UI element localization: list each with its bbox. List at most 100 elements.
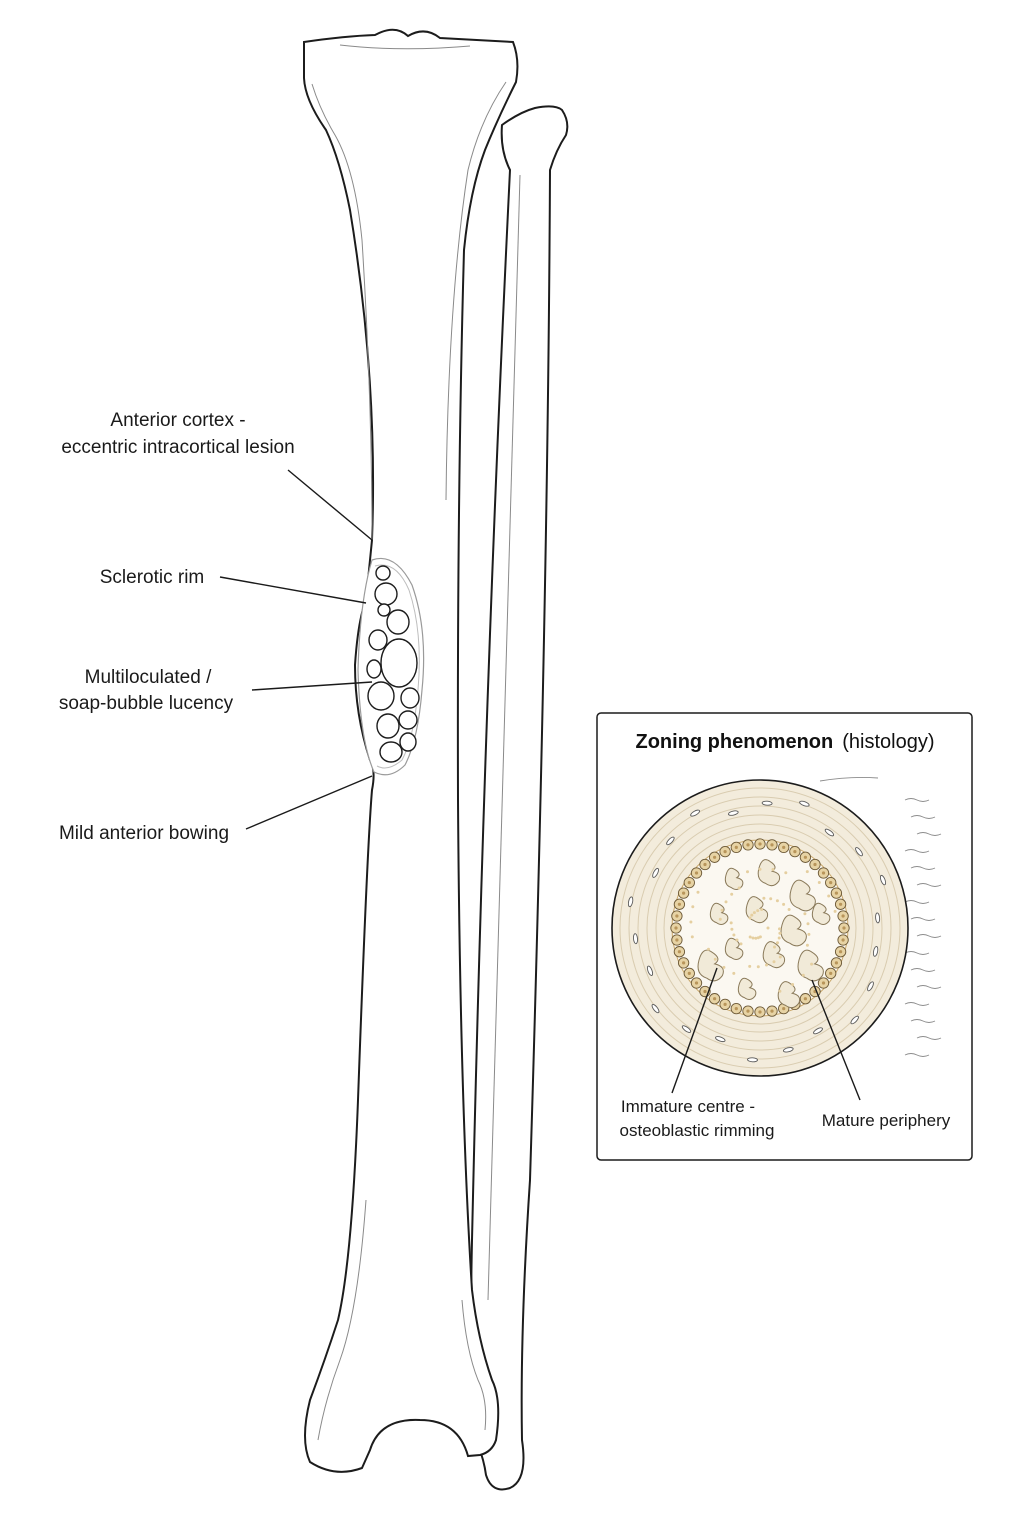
rim-cell-nucleus [694, 981, 699, 985]
label-multiloculated-line1: Multiloculated / [85, 667, 212, 688]
stromal-dot [758, 867, 762, 871]
rim-cell-nucleus [694, 871, 699, 875]
rim-cell-nucleus [713, 997, 717, 1001]
leader-anterior-cortex [287, 469, 373, 541]
lacuna [747, 1057, 758, 1063]
stromal-dots [689, 867, 837, 993]
rim-cell-nucleus [703, 989, 707, 994]
lacuna [855, 847, 863, 857]
lacuna [690, 809, 701, 817]
wisp [916, 1036, 942, 1040]
stromal-dot [778, 927, 781, 931]
stromal-dot [722, 965, 726, 969]
lacuna [633, 933, 638, 945]
stromal-dot [760, 908, 764, 911]
stromal-dot [810, 962, 814, 966]
rim-cell-nucleus [713, 855, 717, 859]
stromal-dot [732, 971, 736, 975]
stromal-dot [691, 905, 695, 909]
rim-cell-nucleus [758, 1010, 762, 1014]
stromal-dot [803, 912, 807, 916]
inset-title: Zoning phenomenon (histology) [635, 731, 934, 753]
label-anterior-cortex-line1: Anterior cortex - [110, 410, 245, 431]
stromal-dot [777, 936, 781, 940]
label-multiloculated-line2: soap-bubble lucency [59, 693, 234, 714]
rim-cell-nucleus [834, 961, 839, 965]
lamella-ring [628, 796, 892, 1060]
rim-cell-nucleus [677, 902, 682, 906]
leader-multiloculated [251, 681, 373, 691]
rim-cell-nucleus [834, 891, 839, 895]
rim-cell-nucleus [821, 981, 826, 985]
stromal-dot [787, 908, 791, 911]
stromal-dot [833, 909, 837, 913]
loculus [380, 638, 418, 688]
lacuna [627, 896, 634, 908]
stromal-dot [778, 931, 782, 935]
lacuna [824, 828, 835, 837]
loculus [374, 582, 398, 606]
stromal-dot [689, 920, 693, 924]
leader-lines [219, 469, 373, 830]
rim-cell-nucleus [746, 843, 750, 847]
wisp [910, 815, 936, 819]
stromal-dot [771, 868, 775, 871]
loculus [376, 713, 400, 739]
stromal-dot [724, 900, 728, 904]
stromal-dot [791, 983, 795, 986]
intracortical-lesion [357, 557, 425, 776]
lamellar-rings [619, 787, 901, 1069]
trabecula [797, 949, 824, 982]
rim-cell-nucleus [793, 850, 797, 854]
lacuna [850, 1015, 859, 1025]
wisp [916, 883, 942, 887]
loculus [368, 629, 388, 651]
rim-cell-nucleus [841, 914, 845, 918]
inset-title-bold: Zoning phenomenon [635, 731, 833, 753]
stromal-dot [737, 886, 741, 890]
stromal-dot [732, 933, 736, 937]
label-sclerotic-rim: Sclerotic rim [100, 567, 205, 588]
trabecula [709, 902, 729, 925]
lacuna [715, 1036, 726, 1043]
rim-cell-nucleus [829, 881, 833, 885]
trabecula [777, 981, 801, 1009]
wisp [904, 849, 930, 853]
stromal-dot [784, 871, 788, 875]
wisp [819, 776, 879, 782]
rim-cell-nucleus [829, 971, 833, 976]
stromal-dot [720, 908, 724, 912]
fibula [470, 105, 569, 1491]
leader-immature-centre [671, 967, 718, 1094]
lamella-ring [637, 805, 883, 1051]
rim-cell-nucleus [770, 1009, 774, 1013]
loculus [398, 710, 418, 730]
inset-title-rest: (histology) [842, 731, 934, 753]
stromal-dot [758, 935, 762, 939]
lacuna [681, 1025, 692, 1033]
loculus [400, 687, 420, 709]
rim-cell-nucleus [703, 862, 707, 867]
wisp [910, 968, 936, 972]
wisp [910, 917, 936, 921]
loculus [377, 603, 391, 617]
rim-cell-nucleus [674, 926, 678, 930]
trabecula [757, 859, 781, 887]
leader-mature-periphery [811, 979, 861, 1101]
label-anterior-cortex-line2: eccentric intracortical lesion [61, 437, 294, 458]
label-mature-periphery: Mature periphery [822, 1111, 951, 1130]
rim-cell-nucleus [770, 843, 774, 847]
stromal-dot [782, 902, 786, 906]
wisp [904, 1002, 930, 1006]
lamella-ring [646, 814, 874, 1042]
stromal-dot [805, 870, 809, 874]
lacuna [872, 946, 879, 957]
loculus [379, 741, 403, 763]
stromal-dot [713, 957, 717, 961]
stromal-dot [735, 938, 739, 942]
lamella-ring [663, 831, 857, 1025]
rim-cell-nucleus [813, 862, 817, 867]
stromal-dot [765, 963, 768, 967]
loculus [366, 659, 382, 679]
stromal-dot [766, 926, 770, 930]
